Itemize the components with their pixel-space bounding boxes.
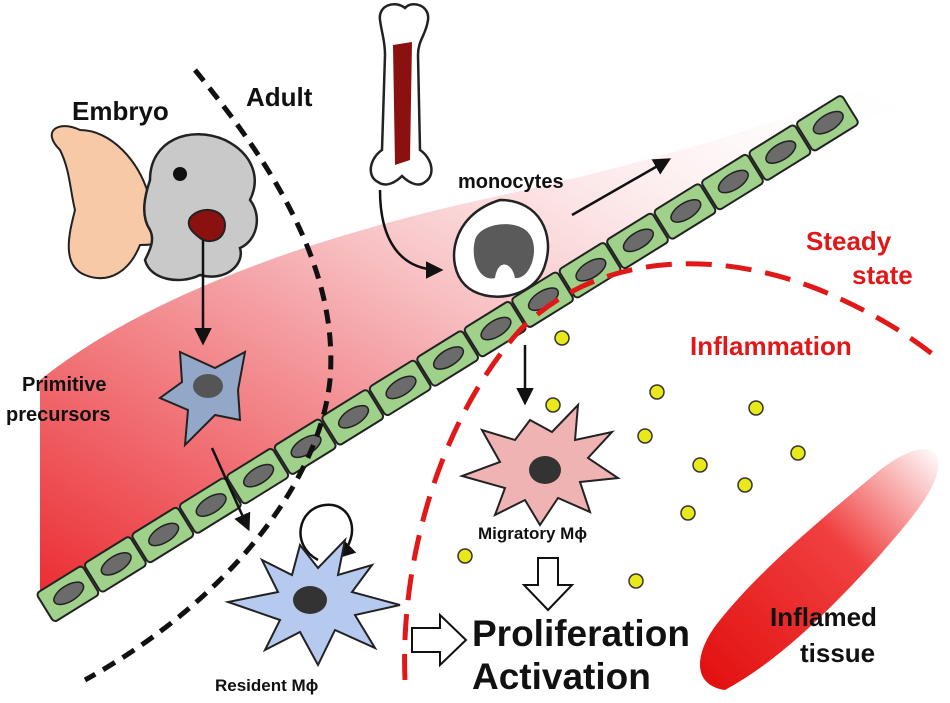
bone-marrow — [393, 42, 412, 165]
inflamed-tissue — [700, 449, 939, 690]
hollow-arrow-down — [521, 557, 575, 612]
endothelial-cell — [701, 153, 764, 211]
arrow-bone-to-monocyte — [378, 189, 444, 279]
endothelial-cell — [178, 477, 242, 534]
primitive-precursors-label-line2: precursors — [6, 404, 111, 426]
resident-macrophage — [224, 536, 401, 668]
embryo-yolk-sac — [187, 209, 227, 243]
endothelial-cell — [131, 506, 195, 564]
endothelial-cell — [796, 95, 859, 152]
self-renewal-loop — [299, 503, 357, 562]
monocytes-label: monocytes — [458, 171, 564, 193]
activation-label: Activation — [472, 656, 651, 697]
endothelial-cell — [511, 271, 574, 328]
inflammation-label: Inflammation — [690, 331, 852, 361]
vessel-wall — [36, 95, 859, 622]
inflammatory-particles — [457, 330, 806, 589]
inflamed-tissue-label-line1: Inflamed — [770, 602, 877, 632]
endothelial-cell — [368, 359, 432, 417]
endothelial-cell — [321, 389, 385, 446]
migratory-macrophage — [458, 402, 621, 527]
endothelial-cell — [416, 330, 479, 387]
monocyte — [452, 198, 550, 298]
endothelial-cell — [748, 124, 812, 181]
proliferation-label: Proliferation — [472, 613, 690, 654]
migratory-macrophage-label: Migratory Mϕ — [478, 524, 588, 543]
embryo-body — [143, 133, 258, 282]
arrow-monocytes-exit — [571, 158, 672, 217]
endothelial-cell — [36, 565, 100, 622]
steady-state-label-line1: Steady — [806, 226, 892, 256]
inflammation-boundary — [402, 261, 942, 681]
primitive-precursor-cell — [157, 350, 247, 448]
endothelial-cell — [606, 212, 669, 270]
embryo-label: Embryo — [72, 96, 169, 126]
primitive-precursors-label-line1: Primitive — [22, 374, 107, 396]
resident-macrophage-label: Resident Mϕ — [215, 676, 319, 695]
adult-label: Adult — [246, 82, 313, 112]
endothelial-cell — [653, 183, 717, 240]
embryo-eye — [173, 167, 187, 181]
hollow-arrow-right — [411, 612, 468, 668]
endothelial-cell — [84, 536, 147, 593]
inflamed-tissue-label-line2: tissue — [800, 638, 876, 668]
endothelial-cell — [226, 448, 290, 505]
blood-region — [40, 90, 930, 600]
embryo-adult-divider — [83, 68, 334, 683]
endothelial-cell — [558, 242, 622, 299]
arrow-primitive-to-resident — [210, 447, 251, 532]
endothelial-cell — [463, 300, 527, 358]
steady-state-label-line2: state — [852, 260, 913, 290]
